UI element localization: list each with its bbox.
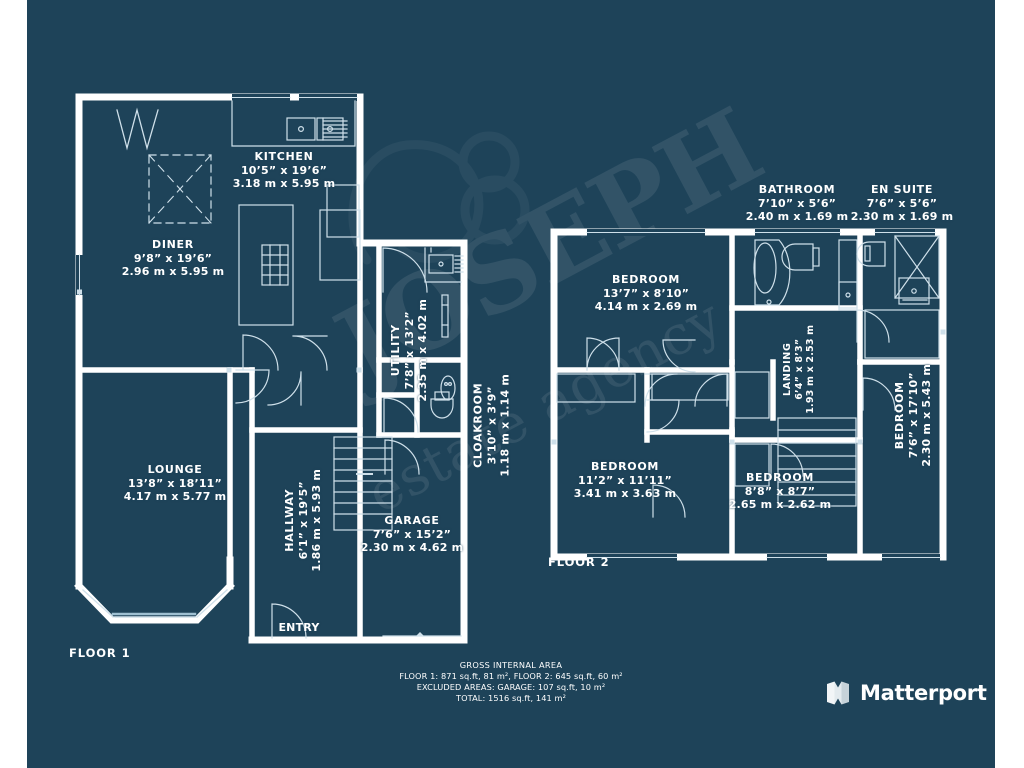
room-label-lounge: LOUNGE 13’8” x 18’11” 4.17 m x 5.77 m (123, 463, 227, 503)
room-label-landing: LANDING 6’4” x 8’3” 1.93 m x 2.53 m (781, 324, 816, 414)
room-label-bedroom-2: BEDROOM 7’6” x 17’10” 2.30 m x 5.43 m (892, 363, 933, 467)
room-label-diner: DINER 9’8” x 19’6” 2.96 m x 5.95 m (121, 238, 225, 278)
floor-2-geometry (550, 228, 947, 561)
room-label-utility: UTILITY 7’8” x 13’2” 2.35 m x 4.02 m (388, 298, 429, 402)
floor-1-geometry (74, 93, 468, 644)
floor-1-label: FLOOR 1 (69, 646, 131, 660)
entry-label: ENTRY (278, 621, 320, 634)
room-label-bedroom-4: BEDROOM 8’8” x 8’7” 2.65 m x 2.62 m (728, 471, 832, 511)
room-label-kitchen: KITCHEN 10’5” x 19’6” 3.18 m x 5.95 m (232, 150, 336, 190)
floor-plan-canvas: JOSEPH estate agency (27, 0, 995, 768)
floor-plan-drawing (74, 93, 947, 644)
floor-2-label: FLOOR 2 (548, 555, 610, 569)
room-label-ensuite: EN SUITE 7’6” x 5’6” 2.30 m x 1.69 m (850, 183, 954, 223)
area-summary-title: GROSS INTERNAL AREA (459, 660, 563, 670)
room-label-bathroom: BATHROOM 7’10” x 5’6” 2.40 m x 1.69 m (745, 183, 849, 223)
room-label-bedroom-3: BEDROOM 11’2” x 11’11” 3.41 m x 3.63 m (573, 460, 677, 500)
matterport-logo-icon (827, 681, 849, 705)
area-summary-line-1: FLOOR 1: 871 sq.ft, 81 m², FLOOR 2: 645 … (399, 671, 623, 681)
gross-internal-area-summary: GROSS INTERNAL AREA FLOOR 1: 871 sq.ft, … (27, 660, 995, 704)
area-summary-line-3: TOTAL: 1516 sq.ft, 141 m² (456, 693, 566, 703)
room-label-garage: GARAGE 7’6” x 15’2” 2.30 m x 4.62 m (360, 514, 464, 554)
room-label-cloakroom: CLOAKROOM 3’10” x 3’9” 1.18 m x 1.14 m (471, 373, 512, 477)
room-label-hallway: HALLWAY 6’1” x 19’5” 1.86 m x 5.93 m (282, 468, 323, 572)
matterport-brand: Matterport (825, 680, 987, 706)
matterport-brand-name: Matterport (860, 681, 987, 705)
area-summary-line-2: EXCLUDED AREAS: GARAGE: 107 sq.ft, 10 m² (416, 682, 606, 692)
room-label-bedroom-1: BEDROOM 13’7” x 8’10” 4.14 m x 2.69 m (594, 273, 698, 313)
